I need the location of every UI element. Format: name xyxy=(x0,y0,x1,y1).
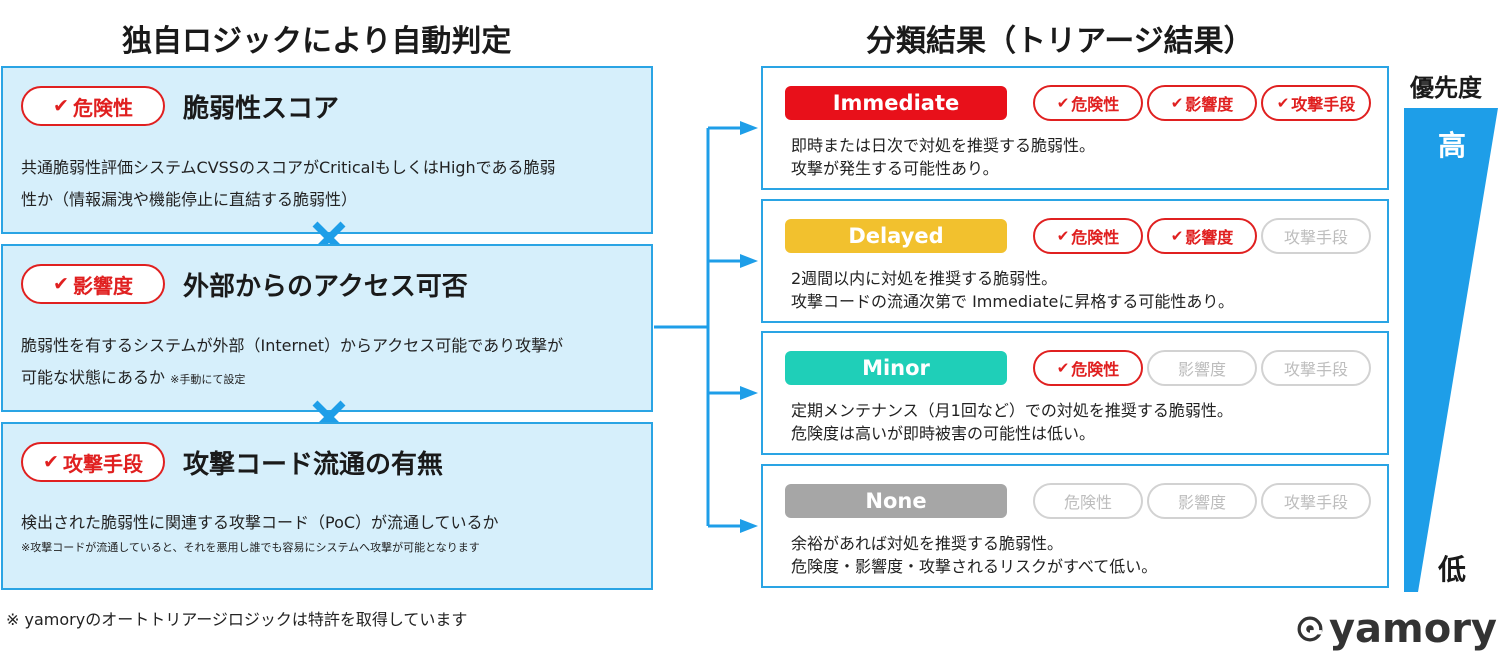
result-desc-line: 危険度・影響度・攻撃されるリスクがすべて低い。 xyxy=(791,557,1158,576)
criteria-description: 脆弱性を有するシステムが外部（Internet）からアクセス可能であり攻撃が 可… xyxy=(21,330,641,396)
tag-impact: ✔影響度 xyxy=(1147,483,1257,519)
criteria-box-severity: ✔ 危険性 脆弱性スコア 共通脆弱性評価システムCVSSのスコアがCritica… xyxy=(1,66,653,234)
tag-impact: ✔影響度 xyxy=(1147,85,1257,121)
check-icon: ✔ xyxy=(1056,359,1070,377)
check-icon: ✔ xyxy=(1056,227,1070,245)
result-desc-line: 2週間以内に対処を推奨する脆弱性。 xyxy=(791,269,1058,288)
tag-label: 影響度 xyxy=(1185,95,1234,114)
tag-label: 攻撃手段 xyxy=(1291,95,1356,114)
result-description: 即時または日次で対処を推奨する脆弱性。 攻撃が発生する可能性あり。 xyxy=(791,134,1095,180)
criteria-note: ※手動にて設定 xyxy=(170,373,246,386)
tag-exploit: ✔攻撃手段 xyxy=(1261,85,1371,121)
tag-label: 攻撃手段 xyxy=(1283,360,1348,379)
tag-severity: ✔危険性 xyxy=(1033,85,1143,121)
criteria-description: 検出された脆弱性に関連する攻撃コード（PoC）が流通しているか ※攻撃コードが流… xyxy=(21,508,641,558)
patent-footnote: ※ yamoryのオートトリアージロジックは特許を取得しています xyxy=(6,610,468,629)
result-description: 定期メンテナンス（月1回など）での対処を推奨する脆弱性。 危険度は高いが即時被害… xyxy=(791,399,1233,445)
check-icon: ✔ xyxy=(1056,94,1070,112)
criteria-badge-impact: ✔ 影響度 xyxy=(21,264,165,304)
result-box-none: None ✔危険性 ✔影響度 ✔攻撃手段 余裕があれば対処を推奨する脆弱性。 危… xyxy=(761,464,1389,588)
criteria-box-exploit: ✔ 攻撃手段 攻撃コード流通の有無 検出された脆弱性に関連する攻撃コード（PoC… xyxy=(1,422,653,590)
tag-impact: ✔影響度 xyxy=(1147,218,1257,254)
check-icon: ✔ xyxy=(1170,227,1184,245)
priority-wedge xyxy=(1404,108,1498,592)
priority-low: 低 xyxy=(1438,553,1467,586)
criteria-title: 外部からのアクセス可否 xyxy=(183,272,468,302)
right-heading: 分類結果（トリアージ結果） xyxy=(866,24,1254,59)
result-desc-line: 定期メンテナンス（月1回など）での対処を推奨する脆弱性。 xyxy=(791,401,1233,420)
tag-label: 影響度 xyxy=(1177,360,1226,379)
result-box-delayed: Delayed ✔危険性 ✔影響度 ✔攻撃手段 2週間以内に対処を推奨する脆弱性… xyxy=(761,199,1389,323)
tag-severity: ✔危険性 xyxy=(1033,483,1143,519)
criteria-title: 攻撃コード流通の有無 xyxy=(183,450,444,480)
tag-severity: ✔危険性 xyxy=(1033,218,1143,254)
criteria-badge-label: 攻撃手段 xyxy=(62,451,143,476)
yamory-logo-icon xyxy=(1297,616,1323,642)
priority-high: 高 xyxy=(1438,129,1467,162)
result-description: 2週間以内に対処を推奨する脆弱性。 攻撃コードの流通次第で Immediateに… xyxy=(791,267,1234,313)
criteria-desc-text: 可能な状態にあるか xyxy=(21,368,166,387)
criteria-badge-severity: ✔ 危険性 xyxy=(21,86,165,126)
criteria-desc-line: 性か（情報漏洩や機能停止に直結する脆弱性） xyxy=(21,190,358,209)
left-heading: 独自ロジックにより自動判定 xyxy=(122,24,512,59)
tag-label: 影響度 xyxy=(1177,493,1226,512)
level-label: None xyxy=(785,484,1007,518)
level-label: Delayed xyxy=(785,219,1007,253)
criteria-desc-line: 脆弱性を有するシステムが外部（Internet）からアクセス可能であり攻撃が xyxy=(21,336,564,355)
check-icon: ✔ xyxy=(53,95,69,117)
result-desc-line: 攻撃コードの流通次第で Immediateに昇格する可能性あり。 xyxy=(791,292,1235,311)
tag-label: 危険性 xyxy=(1063,493,1112,512)
check-icon: ✔ xyxy=(43,451,59,473)
criteria-desc-line: 共通脆弱性評価システムCVSSのスコアがCriticalもしくはHighである脆… xyxy=(21,158,556,177)
criteria-desc-line: 検出された脆弱性に関連する攻撃コード（PoC）が流通しているか xyxy=(21,513,499,532)
tag-label: 危険性 xyxy=(1071,360,1120,379)
yamory-logo: yamory xyxy=(1297,604,1497,654)
level-label: Immediate xyxy=(785,86,1007,120)
criteria-note: ※攻撃コードが流通していると、それを悪用し誰でも容易にシステムへ攻撃が可能となり… xyxy=(21,541,480,554)
result-desc-line: 余裕があれば対処を推奨する脆弱性。 xyxy=(791,534,1064,553)
tag-exploit: ✔攻撃手段 xyxy=(1261,483,1371,519)
tag-exploit: ✔攻撃手段 xyxy=(1261,350,1371,386)
criteria-description: 共通脆弱性評価システムCVSSのスコアがCriticalもしくはHighである脆… xyxy=(21,152,641,216)
level-label: Minor xyxy=(785,351,1007,385)
result-box-immediate: Immediate ✔危険性 ✔影響度 ✔攻撃手段 即時または日次で対処を推奨す… xyxy=(761,66,1389,190)
criteria-badge-exploit: ✔ 攻撃手段 xyxy=(21,442,165,482)
check-icon: ✔ xyxy=(1170,94,1184,112)
check-icon: ✔ xyxy=(53,273,69,295)
criteria-desc-line: 可能な状態にあるか ※手動にて設定 xyxy=(21,362,641,396)
tag-label: 攻撃手段 xyxy=(1283,228,1348,247)
result-box-minor: Minor ✔危険性 ✔影響度 ✔攻撃手段 定期メンテナンス（月1回など）での対… xyxy=(761,331,1389,455)
tag-label: 影響度 xyxy=(1185,228,1234,247)
criteria-badge-label: 危険性 xyxy=(72,95,133,120)
result-desc-line: 危険度は高いが即時被害の可能性は低い。 xyxy=(791,424,1096,443)
tag-label: 危険性 xyxy=(1071,228,1120,247)
tag-label: 危険性 xyxy=(1071,95,1120,114)
tag-impact: ✔影響度 xyxy=(1147,350,1257,386)
result-description: 余裕があれば対処を推奨する脆弱性。 危険度・影響度・攻撃されるリスクがすべて低い… xyxy=(791,532,1157,578)
priority-label: 優先度 xyxy=(1410,74,1482,102)
criteria-title: 脆弱性スコア xyxy=(183,94,340,124)
tag-label: 攻撃手段 xyxy=(1283,493,1348,512)
tag-severity: ✔危険性 xyxy=(1033,350,1143,386)
criteria-badge-label: 影響度 xyxy=(72,273,133,298)
check-icon: ✔ xyxy=(1276,94,1290,112)
tag-exploit: ✔攻撃手段 xyxy=(1261,218,1371,254)
result-desc-line: 攻撃が発生する可能性あり。 xyxy=(791,159,999,178)
result-desc-line: 即時または日次で対処を推奨する脆弱性。 xyxy=(791,136,1096,155)
logo-text: yamory xyxy=(1328,606,1497,652)
criteria-box-impact: ✔ 影響度 外部からのアクセス可否 脆弱性を有するシステムが外部（Interne… xyxy=(1,244,653,412)
